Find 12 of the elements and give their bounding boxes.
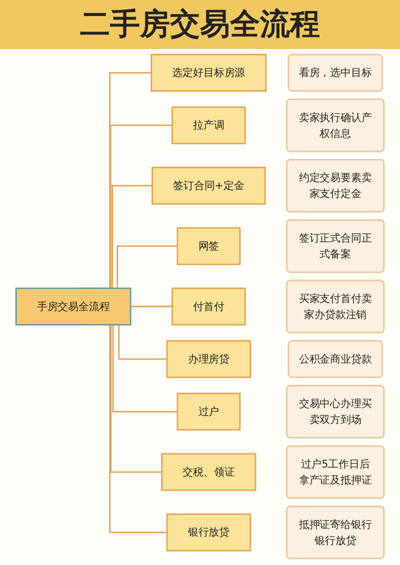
title: 二手房交易全流程 <box>0 0 400 49</box>
node-box: 签订合同+定金 <box>152 166 266 205</box>
node-box: 付首付 <box>172 288 246 326</box>
node-box: 办理房贷 <box>166 340 252 378</box>
node-box: 过户 <box>176 392 241 431</box>
node-box: 拉产调 <box>172 106 246 144</box>
node-box: 手房交易全流程 <box>15 288 132 326</box>
node-box: 网签 <box>176 227 241 266</box>
node-box: 选定好目标房源 <box>150 54 267 92</box>
connector <box>130 306 172 308</box>
node-box: 银行放贷 <box>166 514 252 552</box>
node-box: 交税、领证 <box>161 453 256 491</box>
